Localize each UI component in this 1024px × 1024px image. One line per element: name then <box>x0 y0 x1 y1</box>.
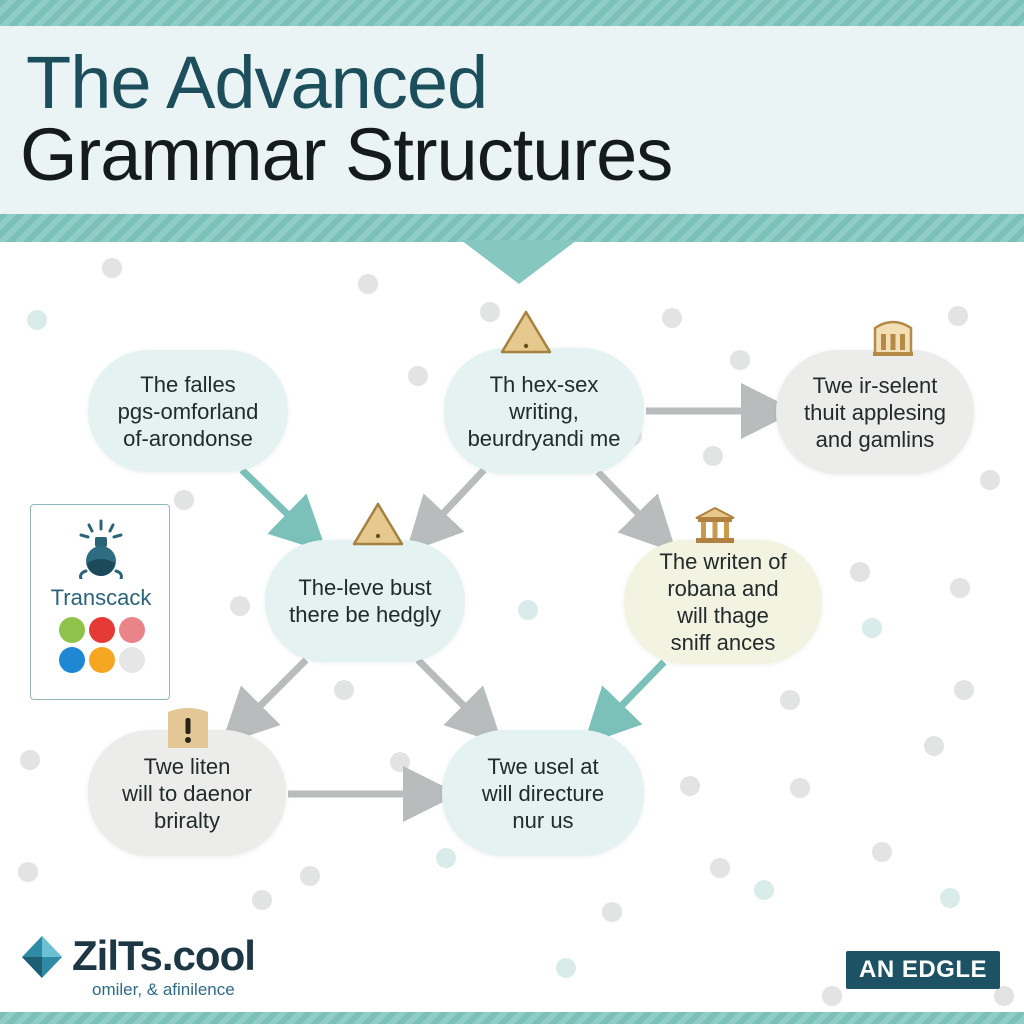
diagram-node-6: Twe liten will to daenor briralty <box>88 730 286 856</box>
building-icon <box>873 320 913 356</box>
background-dot <box>954 680 974 700</box>
warning-triangle-icon <box>352 502 404 546</box>
background-dot <box>174 490 194 510</box>
background-dot <box>556 958 576 978</box>
warning-triangle-icon <box>500 310 552 354</box>
background-dot <box>850 562 870 582</box>
connector-arrow-n4-n6 <box>221 657 309 745</box>
top-stripe <box>0 0 1024 26</box>
diagram-node-5-text: The writen of robana and will thage snif… <box>659 549 787 655</box>
exclamation-icon <box>168 708 208 748</box>
background-dot <box>703 446 723 466</box>
background-dot <box>924 736 944 756</box>
legend-box: Transcack <box>30 504 170 700</box>
brand-name: ZilTs.cool <box>72 932 256 979</box>
legend-label: Transcack <box>50 585 152 610</box>
diagram-node-3: Twe ir-selent thuit applesing and gamlin… <box>776 350 974 474</box>
legend-swatch-5 <box>89 647 115 673</box>
legend-swatch-3 <box>119 617 145 643</box>
connector-arrow-n4-n7 <box>415 657 503 745</box>
legend-swatch-1 <box>59 617 85 643</box>
diagram-node-4-text: The-leve bust there be hedgly <box>289 575 441 627</box>
background-dot <box>994 986 1014 1006</box>
background-dot <box>790 778 810 798</box>
background-dot <box>980 470 1000 490</box>
background-dot <box>300 866 320 886</box>
legend-swatch-4 <box>59 647 85 673</box>
columns-building-icon <box>695 506 735 543</box>
background-dot <box>102 258 122 278</box>
background-dot <box>780 690 800 710</box>
background-dot <box>940 888 960 908</box>
background-dot <box>230 596 250 616</box>
connector-arrow-n2-n4 <box>405 467 487 554</box>
header-band <box>0 26 1024 214</box>
background-dot <box>862 618 882 638</box>
legend-swatch-6 <box>119 647 145 673</box>
background-dot <box>754 880 774 900</box>
background-dot <box>436 848 456 868</box>
background-dot <box>680 776 700 796</box>
header-pointer <box>461 240 577 284</box>
background-dot <box>822 986 842 1006</box>
connector-arrow-n1-n4 <box>239 467 328 553</box>
title-line-2: Grammar Structures <box>20 113 673 196</box>
background-dot <box>518 600 538 620</box>
diagram-node-1: The falles pgs-omforland of-arondonse <box>88 350 288 472</box>
connector-arrow-n5-n7 <box>583 659 667 746</box>
diagram-node-5: The writen of robana and will thage snif… <box>624 540 822 664</box>
background-dot <box>390 752 410 772</box>
background-dot <box>252 890 272 910</box>
background-dot <box>27 310 47 330</box>
background-dots <box>18 258 1014 1006</box>
background-dot <box>662 308 682 328</box>
diagram-node-7: Twe usel at will directure nur us <box>442 730 644 856</box>
diagram-node-6-text: Twe liten will to daenor briralty <box>122 753 252 833</box>
background-dot <box>602 902 622 922</box>
diagram-node-3-text: Twe ir-selent thuit applesing and gamlin… <box>804 372 946 452</box>
connector-arrows <box>221 383 797 822</box>
connector-arrow-n2-n5 <box>595 469 677 554</box>
background-dot <box>730 350 750 370</box>
header-divider-stripe <box>0 214 1024 242</box>
diagram-node-4: The-leve bust there be hedgly <box>265 540 465 662</box>
flask-icon <box>79 519 123 579</box>
diamond-logo-icon <box>22 936 62 978</box>
background-dot <box>408 366 428 386</box>
background-dot <box>20 750 40 770</box>
background-dot <box>710 858 730 878</box>
diagram-node-1-text: The falles pgs-omforland of-arondonse <box>117 371 259 451</box>
brand-tagline: omiler, & afinilence <box>92 980 235 999</box>
background-dot <box>18 862 38 882</box>
background-dot <box>872 842 892 862</box>
diagram-node-2: Th hex-sex writing, beurdryandi me <box>444 348 644 474</box>
background-dot <box>358 274 378 294</box>
legend-swatch-2 <box>89 617 115 643</box>
background-dot <box>948 306 968 326</box>
title-line-1: The Advanced <box>26 41 488 124</box>
bottom-stripe <box>0 1012 1024 1024</box>
background-dot <box>950 578 970 598</box>
background-dot <box>334 680 354 700</box>
diagram-node-2-text: Th hex-sex writing, beurdryandi me <box>467 371 621 451</box>
background-dot <box>480 302 500 322</box>
diagram-node-7-text: Twe usel at will directure nur us <box>481 753 605 833</box>
edge-badge: AN EDGLE <box>846 951 1000 989</box>
